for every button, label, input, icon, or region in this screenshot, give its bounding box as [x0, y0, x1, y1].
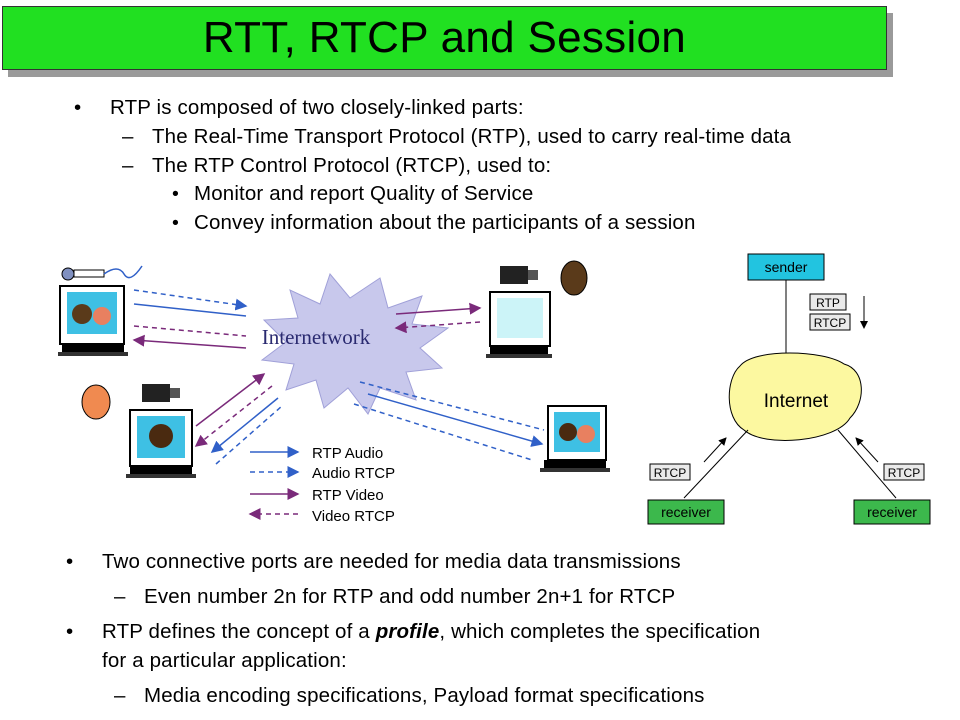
internet-label: Internet — [764, 391, 829, 412]
receiver-left-label: receiver — [661, 504, 711, 520]
sub-bullet-ports: Even number 2n for RTP and odd number 2n… — [144, 585, 676, 608]
dash-marker: – — [122, 154, 134, 177]
sub-sub-bullet-participants: Convey information about the participant… — [194, 211, 696, 234]
legend-audio-rtcp: Audio RTCP — [312, 465, 395, 482]
title-banner: RTT, RTCP and Session — [2, 6, 887, 70]
sub-bullet-rtp: The Real-Time Transport Protocol (RTP), … — [152, 125, 792, 148]
sender-receiver-diagram: sender RTP RTCP Internet RTCP RTCP recei… — [647, 253, 931, 525]
microphone-icon — [61, 265, 143, 281]
computer-icon — [126, 409, 196, 478]
profile-text-pre: RTP defines the concept of a — [102, 620, 376, 643]
internet-cloud — [728, 352, 862, 441]
sub-sub-bullet-qos: Monitor and report Quality of Service — [194, 182, 534, 205]
rtcp-label: RTCP — [814, 316, 846, 330]
receiver-box-left — [647, 499, 725, 525]
rtp-tag — [809, 293, 847, 311]
bullet-marker: • — [172, 183, 179, 205]
cloud-label: Internetwork — [262, 325, 371, 349]
sub-bullet-rtcp: The RTP Control Protocol (RTCP), used to… — [152, 154, 552, 177]
receiver-box-right — [853, 499, 931, 525]
bullet-profile-line2: for a particular application: — [102, 649, 347, 672]
internetwork-cloud — [260, 272, 450, 415]
legend-video-rtcp: Video RTCP — [312, 508, 395, 525]
bullet-profile: RTP defines the concept of a profile, wh… — [102, 620, 760, 644]
legend-rtp-audio: RTP Audio — [312, 445, 383, 462]
legend: RTP Audio Audio RTCP RTP Video Video RTC… — [248, 445, 395, 525]
dash-marker: – — [122, 125, 134, 148]
bullet-ports: Two connective ports are needed for medi… — [102, 550, 681, 573]
bullet-marker: • — [66, 620, 74, 643]
person-face-icon — [560, 260, 588, 296]
person-face-icon — [81, 384, 111, 420]
rtcp-left-label: RTCP — [654, 466, 686, 480]
video-camera-icon — [142, 384, 180, 402]
receiver-right-label: receiver — [867, 504, 917, 520]
legend-rtp-video: RTP Video — [312, 487, 384, 504]
rtcp-right-label: RTCP — [888, 466, 920, 480]
bullet-rtp-parts: RTP is composed of two closely-linked pa… — [110, 96, 524, 119]
computer-icon — [540, 405, 610, 472]
sender-box — [747, 253, 825, 281]
video-camera-icon — [500, 266, 538, 284]
rtcp-tag — [809, 313, 851, 331]
bullet-marker: • — [66, 550, 74, 573]
dash-marker: – — [114, 684, 126, 707]
rtcp-tag-right — [883, 463, 925, 481]
profile-emphasis: profile — [375, 620, 440, 643]
bullet-marker: • — [74, 96, 82, 119]
dash-marker: – — [114, 585, 126, 608]
profile-text-post: , which completes the specification — [439, 620, 761, 643]
page-title: RTT, RTCP and Session — [202, 13, 687, 62]
sender-label: sender — [765, 259, 808, 275]
computer-icon — [58, 285, 128, 356]
rtp-label: RTP — [816, 296, 840, 310]
sub-bullet-profile: Media encoding specifications, Payload f… — [144, 684, 705, 707]
computer-icon — [486, 291, 552, 358]
bullet-marker: • — [172, 212, 179, 234]
internetwork-diagram: Internetwork — [58, 260, 610, 525]
rtcp-tag-left — [649, 463, 691, 481]
